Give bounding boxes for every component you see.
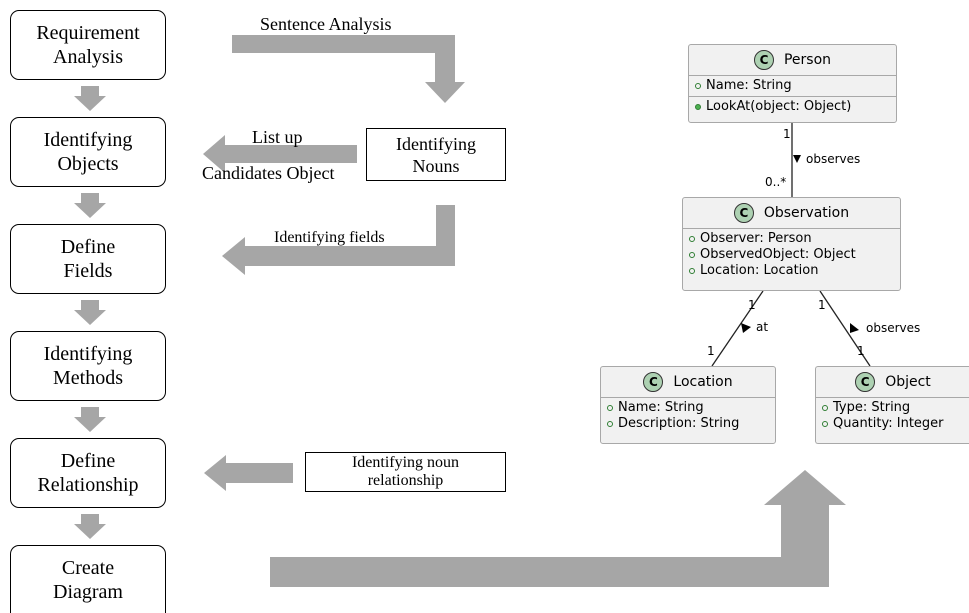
assoc-observation-location <box>711 290 764 367</box>
attribute: Type: String <box>833 400 911 415</box>
public-field-icon <box>607 405 613 411</box>
public-field-icon <box>822 405 828 411</box>
public-field-icon <box>695 83 701 89</box>
uml-class-location: C Location Name: String Description: Str… <box>600 366 776 444</box>
attribute: ObservedObject: Object <box>700 247 856 262</box>
down-arrow-5 <box>74 514 106 539</box>
mult-at-top: 1 <box>748 298 756 312</box>
class-name: Object <box>885 374 931 390</box>
mult-observes-top: 1 <box>818 298 826 312</box>
candidates-object-label: Candidates Object <box>202 163 335 183</box>
down-arrow-1 <box>74 86 106 111</box>
assoc-label-observes: observes <box>806 152 861 166</box>
uml-class-person: C Person Name: String LookAt(object: Obj… <box>688 44 897 123</box>
step-create-diagram: Create Diagram <box>10 545 166 613</box>
identifying-noun-relationship-box: Identifying noun relationship <box>305 452 506 492</box>
down-arrow-4 <box>74 407 106 432</box>
observes2-direction-arrow <box>850 323 859 333</box>
mult-observation-top: 0..* <box>765 175 787 189</box>
attribute: Location: Location <box>700 263 819 278</box>
assoc-label-at: at <box>756 320 769 334</box>
class-badge-icon: C <box>753 50 774 70</box>
class-name: Person <box>783 52 832 68</box>
mult-at-bottom: 1 <box>707 344 715 358</box>
assoc-observation-object <box>819 290 871 367</box>
attribute: Name: String <box>706 78 792 93</box>
down-arrow-3 <box>74 300 106 325</box>
mult-observes-bottom: 1 <box>857 344 865 358</box>
uml-class-observation: C Observation Observer: Person ObservedO… <box>682 197 901 291</box>
step-requirement-analysis: Requirement Analysis <box>10 10 166 80</box>
identifying-fields-arrow <box>222 205 455 275</box>
sentence-analysis-arrow <box>232 35 465 103</box>
method: LookAt(object: Object) <box>706 99 852 114</box>
class-badge-icon: C <box>733 203 754 223</box>
public-field-icon <box>689 268 695 274</box>
identifying-fields-label: Identifying fields <box>274 229 385 246</box>
public-method-icon <box>695 104 701 110</box>
observes-direction-arrow <box>793 155 801 163</box>
class-badge-icon: C <box>643 372 664 392</box>
sentence-analysis-label: Sentence Analysis <box>260 14 392 34</box>
public-field-icon <box>607 421 613 427</box>
class-badge-icon: C <box>855 372 876 392</box>
public-field-icon <box>689 236 695 242</box>
attribute: Observer: Person <box>700 231 812 246</box>
relationship-arrow <box>204 455 293 491</box>
step-define-fields: Define Fields <box>10 224 166 294</box>
uml-class-object: C Object Type: String Quantity: Integer <box>815 366 969 444</box>
at-direction-arrow <box>741 323 751 333</box>
public-field-icon <box>689 252 695 258</box>
list-up-arrow <box>203 135 357 173</box>
public-field-icon <box>822 421 828 427</box>
identifying-nouns-box: Identifying Nouns <box>366 128 506 181</box>
down-arrow-2 <box>74 193 106 218</box>
mult-person: 1 <box>783 127 791 141</box>
class-name: Observation <box>763 205 850 221</box>
step-identifying-objects: Identifying Objects <box>10 117 166 187</box>
attribute: Quantity: Integer <box>833 416 944 431</box>
step-identifying-methods: Identifying Methods <box>10 331 166 401</box>
attribute: Name: String <box>618 400 704 415</box>
create-diagram-arrow <box>270 470 846 587</box>
attribute: Description: String <box>618 416 740 431</box>
class-name: Location <box>673 374 733 390</box>
list-up-label: List up <box>252 127 303 147</box>
step-define-relationship: Define Relationship <box>10 438 166 508</box>
assoc-label-observes-object: observes <box>866 321 921 335</box>
